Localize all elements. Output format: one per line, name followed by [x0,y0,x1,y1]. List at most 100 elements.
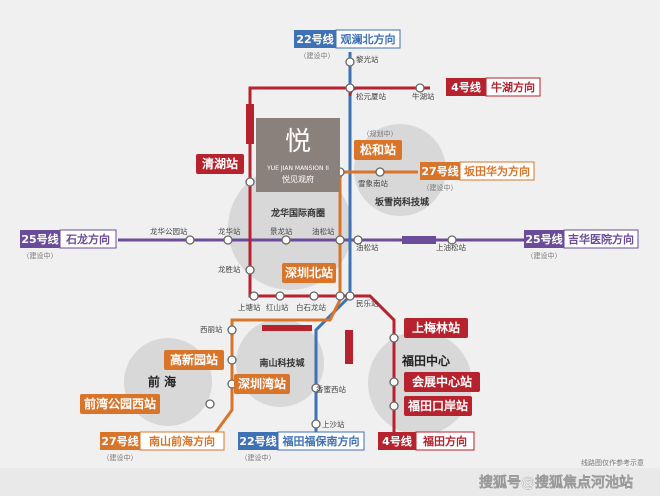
callout-qinghu: 清湖站 [196,154,244,174]
direction-tag-4-south: 4号线 福田方向 [378,431,475,451]
station-label: 西丽站 [200,324,223,334]
svg-text:（规划中）: （规划中） [363,129,398,138]
direction-tag-27-east: 27号线 坂田华为方向 （建设中） [420,161,535,192]
station-dot [185,235,195,245]
area-label-bantian: 坂雪岗科技城 [375,196,429,208]
project-logo: 悦 YUE JIAN MANSION II 悦见观府 [256,118,340,192]
svg-text:上梅林站: 上梅林站 [412,320,460,335]
hatch-bar [402,236,436,244]
station-label: 油松站 [356,242,379,252]
callout-gaoxinyuan: 高新园站 [164,350,224,370]
station-label: 油松站 [312,226,335,236]
station-dot [389,401,399,411]
svg-text:坂田华为方向: 坂田华为方向 [464,164,530,178]
station-label: 黎光站 [356,54,379,64]
area-label-longhua: 龙华国际商圈 [270,207,325,219]
svg-text:松和站: 松和站 [360,142,396,157]
svg-text:25号线: 25号线 [21,232,58,246]
station-label: 上油松站 [436,242,466,252]
station-dot [227,325,237,335]
station-dot [345,291,355,301]
svg-text:22号线: 22号线 [296,32,333,46]
station-dot [353,235,363,245]
svg-text:25号线: 25号线 [525,232,562,246]
station-dot [415,83,425,93]
svg-text:4号线: 4号线 [451,80,481,94]
svg-text:悦: 悦 [285,127,311,157]
area-label-futian: 福田中心 [401,353,450,368]
svg-text:4号线: 4号线 [382,434,412,448]
svg-text:27号线: 27号线 [421,164,458,178]
station-label: 龙胜站 [218,264,241,274]
callout-huizhanzhongxin: 会展中心站 [404,372,480,392]
station-dot [335,291,345,301]
station-dot [281,235,291,245]
station-dot [389,333,399,343]
station-label: 松元厦站 [356,91,386,101]
svg-text:（建设中）: （建设中） [241,453,276,462]
svg-text:石龙方向: 石龙方向 [65,232,110,246]
station-label: 民乐站 [356,298,379,308]
svg-text:福田口岸站: 福田口岸站 [407,398,468,413]
svg-text:南山前海方向: 南山前海方向 [149,434,215,448]
direction-tag-25-west: 25号线 石龙方向 （建设中） [20,229,117,260]
svg-text:（建设中）: （建设中） [103,453,138,462]
svg-text:（建设中）: （建设中） [423,183,458,192]
direction-tag-22-north: 22号线 观澜北方向 （建设中） [294,29,401,60]
station-label: 景龙站 [270,226,293,236]
station-label: 牛湖站 [412,91,435,101]
station-dot [345,57,355,67]
station-dot [311,383,321,393]
direction-tag-22-south: 22号线 福田福保南方向 （建设中） [238,431,365,462]
svg-text:清湖站: 清湖站 [202,156,238,171]
longhua-area-circle [228,166,352,290]
hatch-bar [262,325,312,331]
svg-text:前湾公园西站: 前湾公园西站 [84,396,156,411]
station-dot [447,235,457,245]
svg-text:YUE JIAN MANSION II: YUE JIAN MANSION II [266,165,329,172]
hatch-bar [246,104,254,144]
svg-text:牛湖方向: 牛湖方向 [491,80,535,94]
svg-text:（建设中）: （建设中） [527,251,562,260]
direction-tag-25-east: 25号线 吉华医院方向 （建设中） [524,229,639,260]
station-label: 红山站 [266,302,289,312]
svg-text:27号线: 27号线 [101,434,138,448]
station-dot [335,235,345,245]
station-dot [275,291,285,301]
station-label: 雪象南站 [358,178,388,188]
callout-qianwangongyuanxi: 前湾公园西站 [80,394,160,414]
station-label: 香蜜西站 [316,384,346,394]
station-label: 龙华公园站 [150,226,188,236]
area-label-qianhai: 前 海 [148,374,176,389]
station-dot [345,83,355,93]
station-dot [375,167,385,177]
area-label-nanshan: 南山科技城 [259,357,304,369]
station-dot [205,399,215,409]
watermark-text: 搜狐号@搜狐焦点河池站 [479,474,633,491]
station-dot [311,419,321,429]
callout-shangmeilin: 上梅林站 [404,318,468,338]
svg-text:22号线: 22号线 [239,434,276,448]
svg-text:会展中心站: 会展中心站 [412,374,472,389]
svg-text:悦见观府: 悦见观府 [282,174,314,184]
callout-shenzhenwan: 深圳湾站 [234,374,290,394]
station-dot [245,265,255,275]
disclaimer-text: 线路图仅作参考示意 [581,458,644,467]
svg-text:福田方向: 福田方向 [422,434,467,448]
callout-futiankouan: 福田口岸站 [404,396,472,416]
station-dot [249,291,259,301]
svg-text:深圳湾站: 深圳湾站 [238,376,286,391]
svg-text:（建设中）: （建设中） [300,51,335,60]
station-label: 白石龙站 [296,302,326,312]
station-label: 上沙站 [322,419,345,429]
direction-tag-4-north: 4号线 牛湖方向 [446,77,541,97]
svg-text:高新园站: 高新园站 [170,352,218,367]
watermark-band [0,468,660,496]
station-dot [245,177,255,187]
callout-songhe: （规划中） 松和站 [354,129,402,160]
callout-shenzhenbei: 深圳北站 [282,263,336,283]
svg-text:深圳北站: 深圳北站 [285,265,333,280]
svg-text:观澜北方向: 观澜北方向 [341,32,396,46]
station-label: 上塘站 [238,302,261,312]
